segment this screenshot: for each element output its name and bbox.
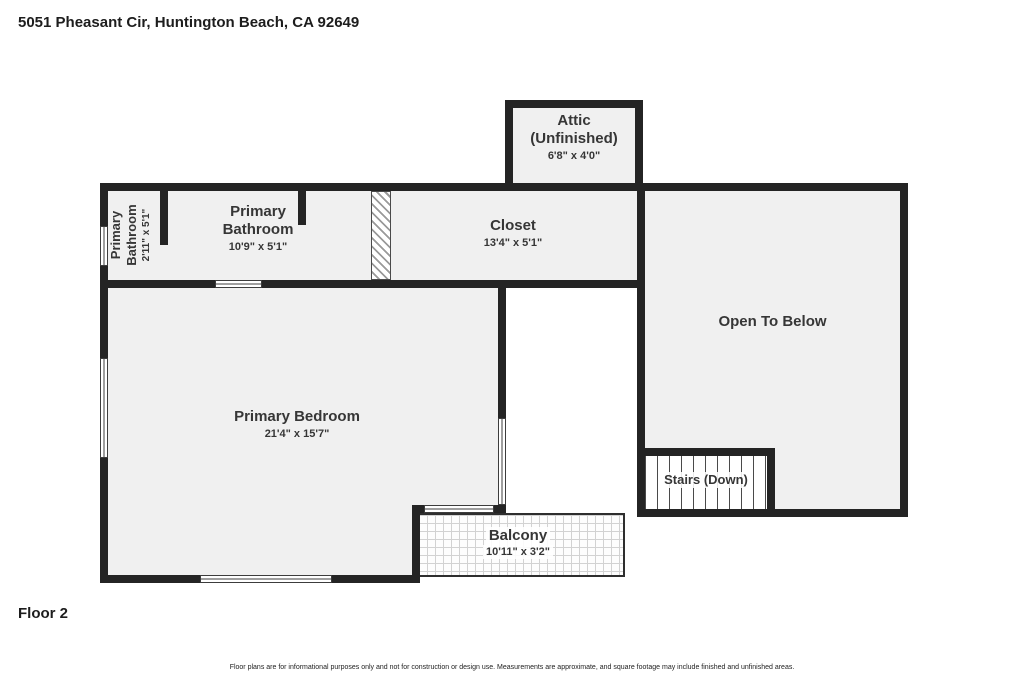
room-label-balcony: Balcony 10'11" x 3'2" (418, 527, 618, 560)
open-to-below-name: Open To Below (718, 313, 827, 330)
primary-bedroom-dims: 21'4" x 15'7" (264, 428, 330, 440)
room-fill-attic (513, 108, 635, 183)
bathroom-divider-wall (160, 183, 168, 245)
attic-name: Attic (557, 112, 591, 129)
primary-bathroom-name: Primary Bathroom (222, 203, 294, 238)
balcony-dims: 10'11" x 3'2" (483, 545, 553, 560)
room-label-primary-bedroom: Primary Bedroom 21'4" x 15'7" (217, 408, 377, 441)
attic-dims: 6'8" x 4'0" (547, 150, 601, 162)
window (100, 226, 108, 266)
attic-left-wall (505, 100, 513, 191)
primary-bathroom-small-dims: 2'11" x 5'1" (141, 208, 153, 262)
bedroom-east-lower-wall (412, 505, 420, 583)
door-opening (498, 418, 506, 505)
address-title: 5051 Pheasant Cir, Huntington Beach, CA … (18, 14, 360, 31)
room-label-closet: Closet 13'4" x 5'1" (443, 217, 583, 250)
room-label-open-to-below: Open To Below (645, 313, 900, 331)
open-below-left-wall (637, 183, 645, 456)
primary-bathroom-dims: 10'9" x 5'1" (228, 241, 288, 253)
disclaimer-text: Floor plans are for informational purpos… (229, 664, 795, 671)
door-opening (215, 280, 262, 288)
balcony-name: Balcony (485, 527, 551, 545)
primary-bedroom-name: Primary Bedroom (234, 408, 360, 425)
chase-hatch (371, 191, 391, 280)
stairs-name: Stairs (Down) (661, 472, 751, 488)
stairs-right-wall (767, 448, 775, 517)
top-wall (100, 183, 908, 191)
door-opening (424, 505, 494, 513)
window (200, 575, 332, 583)
room-fill-bedroom-upper (108, 288, 498, 505)
room-fill-bedroom-lower (108, 505, 412, 575)
room-label-stairs: Stairs (Down) (637, 472, 775, 488)
window (100, 358, 108, 458)
band-bottom-wall-east (262, 280, 645, 288)
stairs-top-wall (637, 448, 775, 456)
closet-name: Closet (490, 217, 536, 234)
stairs-left-wall (637, 448, 645, 517)
floor-label: Floor 2 (18, 605, 69, 622)
attic-qualifier: (Unfinished) (530, 130, 618, 147)
band-bottom-wall-west (100, 280, 215, 288)
right-outer-wall (900, 183, 908, 517)
primary-bathroom-small-name: Primary Bathroom (108, 204, 139, 266)
bedroom-east-wall (498, 288, 506, 418)
attic-right-wall (635, 100, 643, 191)
attic-top-wall (505, 100, 643, 108)
closet-dims: 13'4" x 5'1" (483, 237, 543, 249)
room-label-primary-bathroom: Primary Bathroom 10'9" x 5'1" (213, 203, 303, 254)
room-label-primary-bathroom-small: Primary Bathroom 2'11" x 5'1" (108, 185, 160, 285)
balcony-south-wall-east (494, 505, 506, 513)
room-label-attic: Attic (Unfinished) 6'8" x 4'0" (505, 112, 643, 163)
bathroom-stub-wall (298, 183, 306, 225)
